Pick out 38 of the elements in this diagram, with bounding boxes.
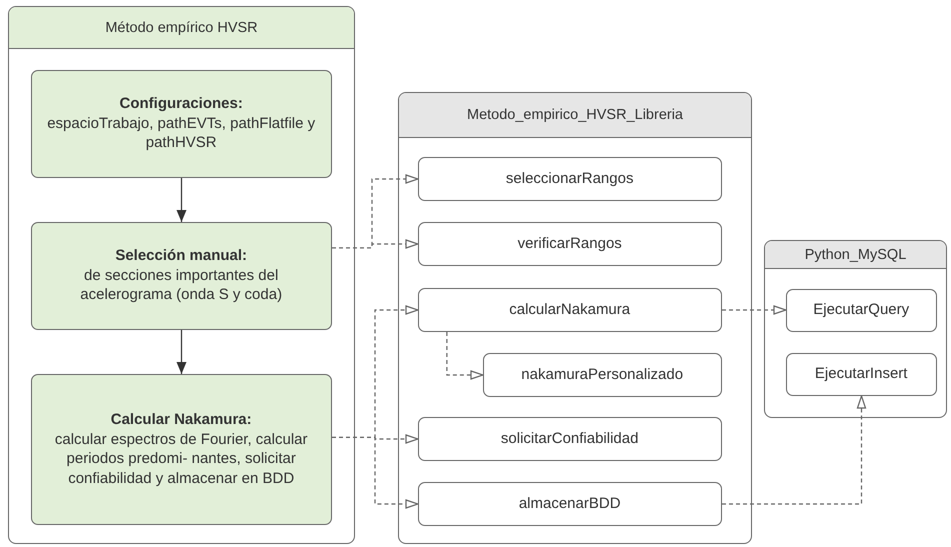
box-text: seleccionarRangos xyxy=(506,168,634,188)
method-box xyxy=(418,156,722,201)
process-box xyxy=(30,374,332,525)
box-text: solicitarConfiabilidad xyxy=(500,428,638,448)
box-text: verificarRangos xyxy=(518,234,622,254)
box-text: calcular espectros de Fourier, calcular periodos predomi- nantes, solicitar confiabilidad y almacenar en BDD xyxy=(54,430,308,488)
box-text: EjecutarQuery xyxy=(813,300,910,320)
box-text: calcularNakamura xyxy=(509,300,630,320)
box-text: EjecutarInsert xyxy=(814,364,908,384)
box-heading: Configuraciones: xyxy=(120,94,243,114)
box-text: nakamuraPersonalizado xyxy=(521,364,684,384)
panel-title: Método empírico HVSR xyxy=(105,20,258,36)
method-box xyxy=(418,288,722,332)
process-box xyxy=(30,70,332,178)
box-heading: Calcular Nakamura: xyxy=(110,410,252,430)
box-heading: Selección manual: xyxy=(115,246,248,266)
box-text: almacenarBDD xyxy=(518,494,621,514)
group-panel xyxy=(764,240,947,418)
method-box xyxy=(786,352,937,396)
arrow xyxy=(176,330,186,374)
method-box xyxy=(482,352,722,397)
dashed-arrow xyxy=(446,332,484,380)
group-panel xyxy=(398,92,752,544)
method-box xyxy=(786,288,937,332)
dashed-arrow xyxy=(332,436,419,509)
box-text: espacioTrabajo, pathEVTs, pathFlatfile y pathHVSR xyxy=(46,114,316,153)
dashed-arrow xyxy=(332,239,419,249)
arrow xyxy=(176,178,186,222)
process-box xyxy=(30,222,332,330)
method-box xyxy=(418,416,722,461)
method-box xyxy=(418,222,722,266)
box-text: de secciones importantes del acelerograma (onda S y coda) xyxy=(79,266,284,305)
method-box xyxy=(418,482,722,526)
group-panel xyxy=(8,6,355,544)
panel-title: Python_MySQL xyxy=(804,246,906,262)
dashed-arrow xyxy=(722,395,866,505)
panel-title: Metodo_empirico_HVSR_Libreria xyxy=(467,107,683,123)
dashed-arrow xyxy=(722,305,787,315)
